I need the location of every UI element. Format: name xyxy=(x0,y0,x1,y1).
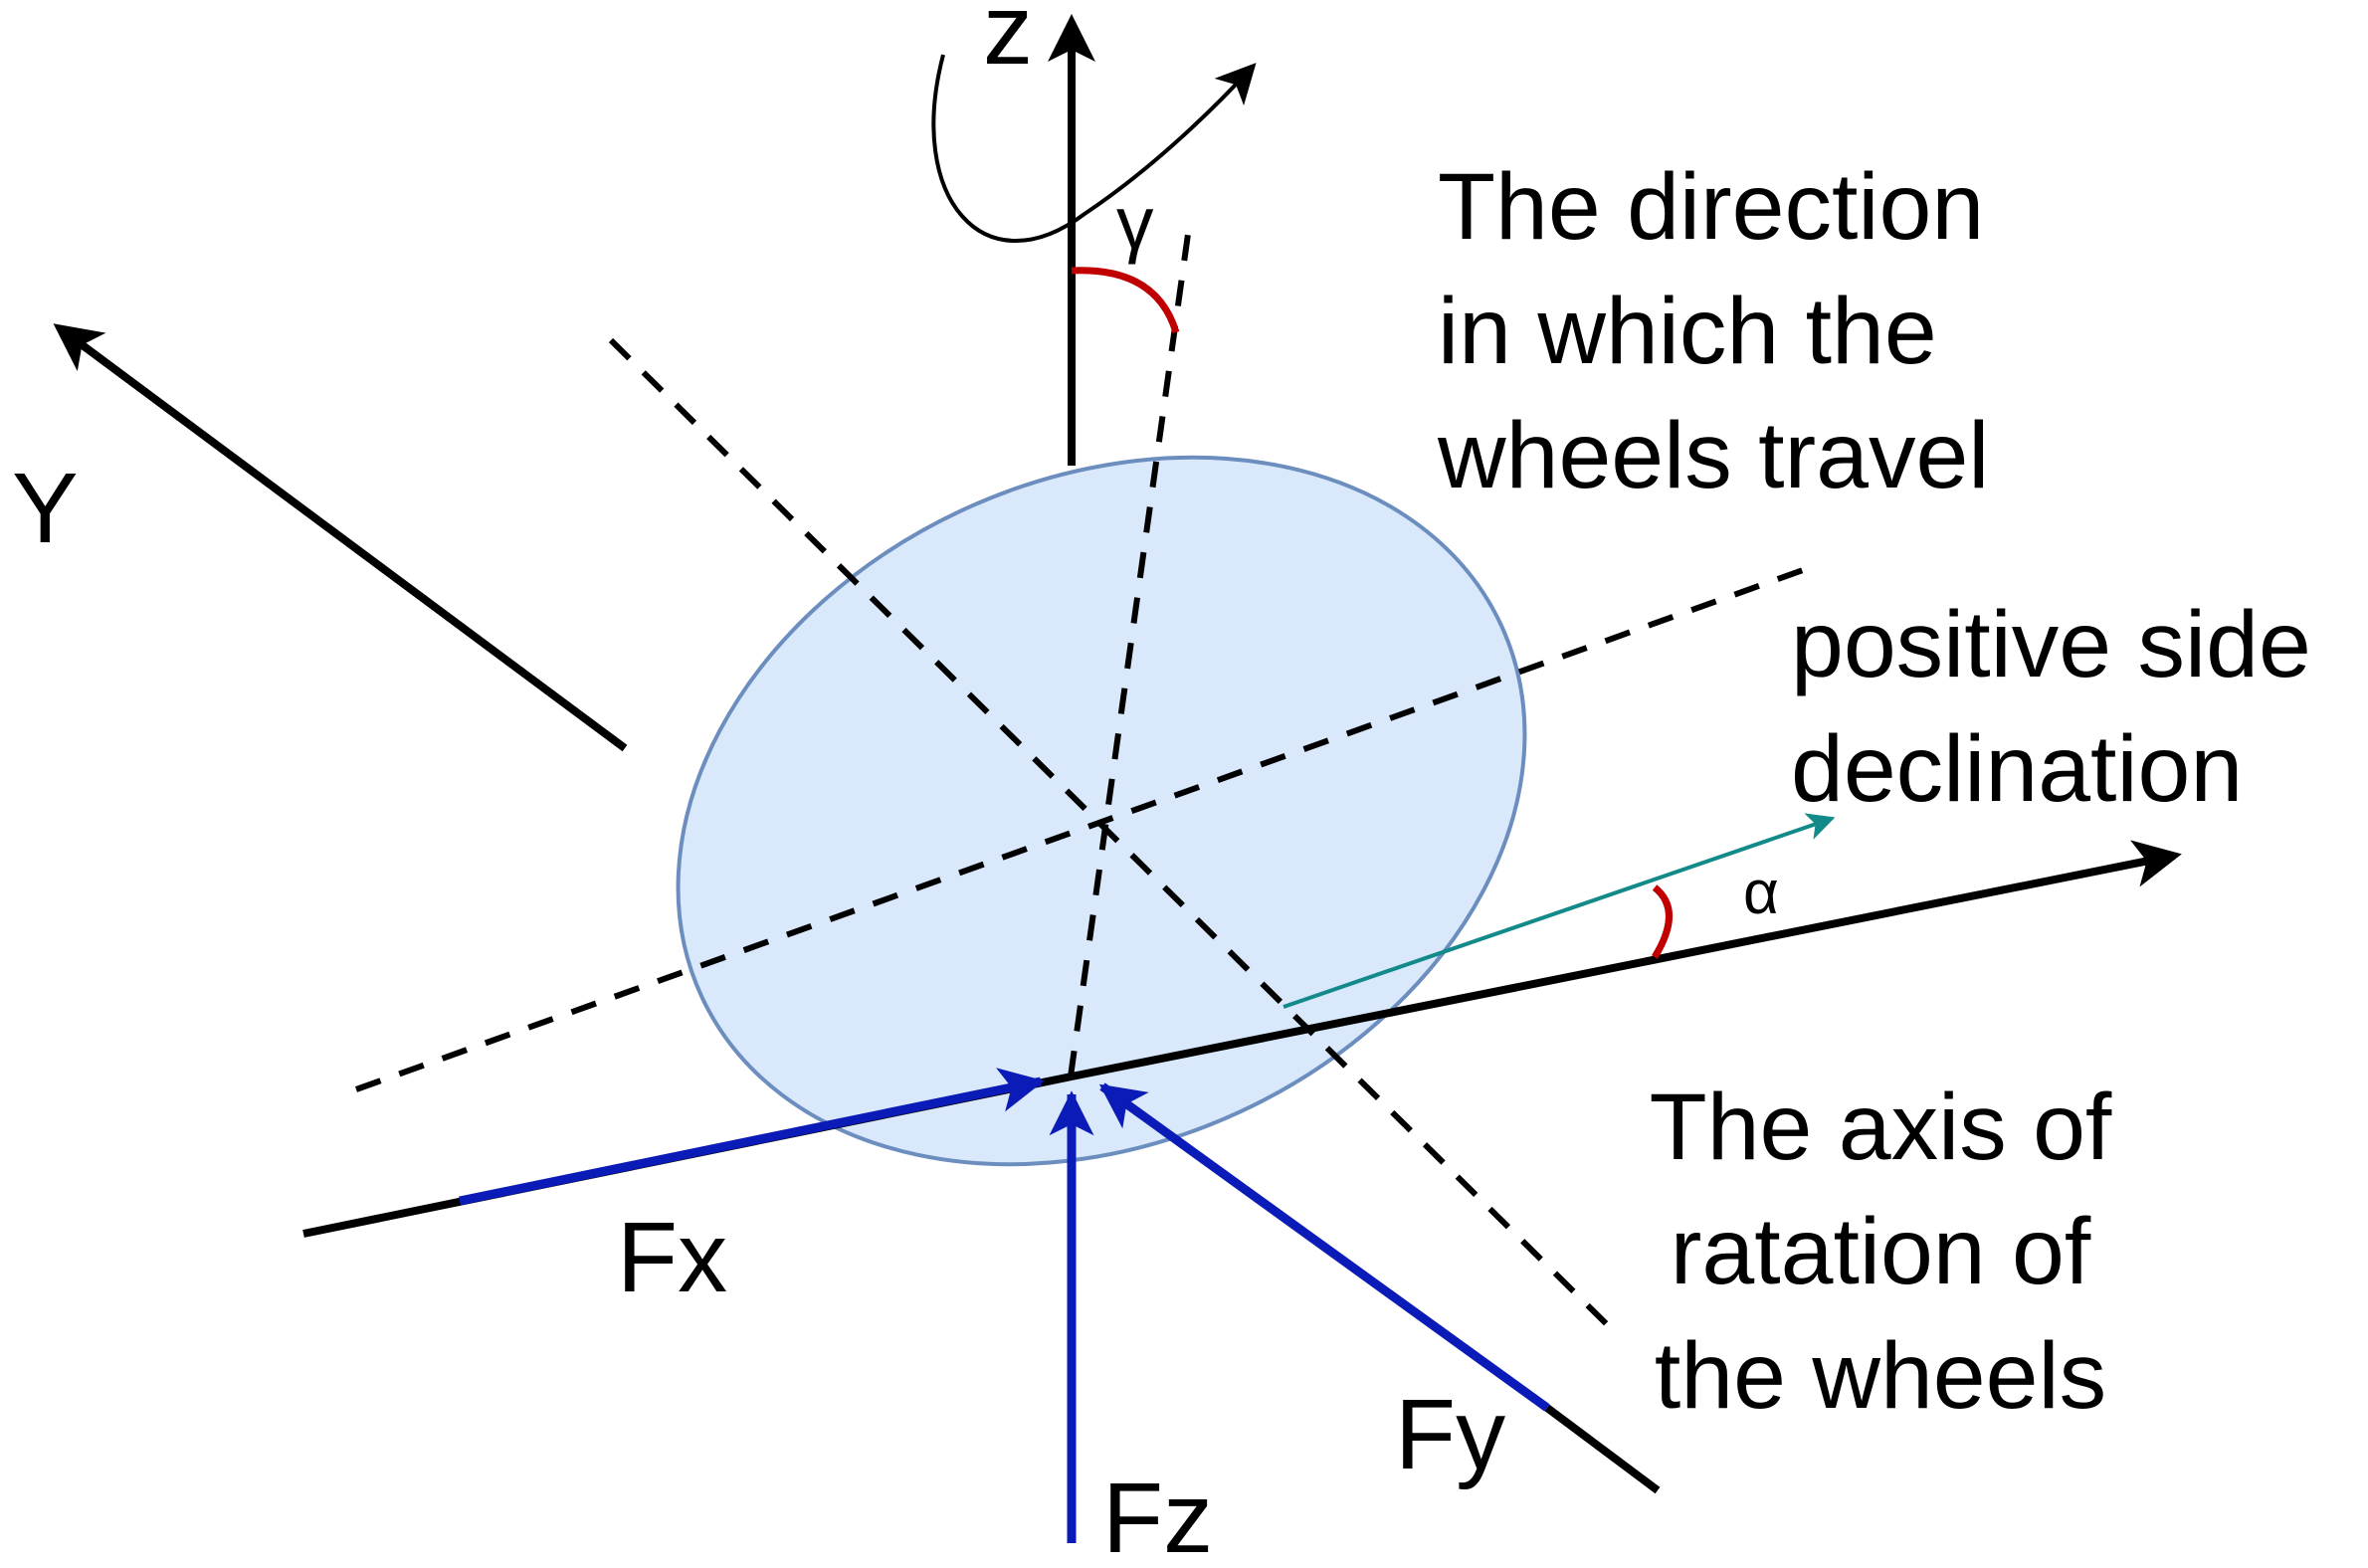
travel-direction-line-3: wheels travel xyxy=(1437,403,1989,508)
dashed-line-wheel-plane xyxy=(354,562,1819,1092)
fz-label: Fz xyxy=(1102,1463,1213,1568)
y-axis-label: Y xyxy=(12,453,79,564)
y-axis-line xyxy=(53,323,628,752)
fx-label: Fx xyxy=(617,1202,727,1313)
side-declination-line-2: declination xyxy=(1791,716,2243,822)
wheel-ellipse xyxy=(676,455,1527,1167)
travel-direction-line-1: The direction xyxy=(1438,154,1984,260)
side-declination-line-1: positive side xyxy=(1791,592,2311,697)
rotation-axis-line-1: The axis of xyxy=(1650,1075,2112,1180)
z-axis-label: z xyxy=(983,0,1033,86)
fy-tail-line xyxy=(1544,1404,1661,1494)
gamma-angle-arc xyxy=(1071,267,1180,334)
rotation-axis-line-3: the wheels xyxy=(1655,1323,2106,1429)
alpha-label: α xyxy=(1743,859,1779,927)
gamma-label: γ xyxy=(1116,181,1154,265)
alpha-angle-arc xyxy=(1652,884,1673,959)
dashed-line-diagonal xyxy=(608,337,1617,1334)
dashed-line-tilted-vertical xyxy=(1068,226,1192,1078)
travel-direction-line-2: in which the xyxy=(1438,279,1937,384)
rotation-axis-line-2: ratation of xyxy=(1671,1199,2091,1304)
rotation-arrow xyxy=(931,54,1257,244)
rotation-axis-line xyxy=(1071,840,2182,1080)
fy-label: Fy xyxy=(1395,1379,1505,1490)
fy-arrow xyxy=(1098,1082,1550,1412)
declination-arrow xyxy=(1283,813,1836,1009)
fx-arrow xyxy=(459,1068,1045,1206)
